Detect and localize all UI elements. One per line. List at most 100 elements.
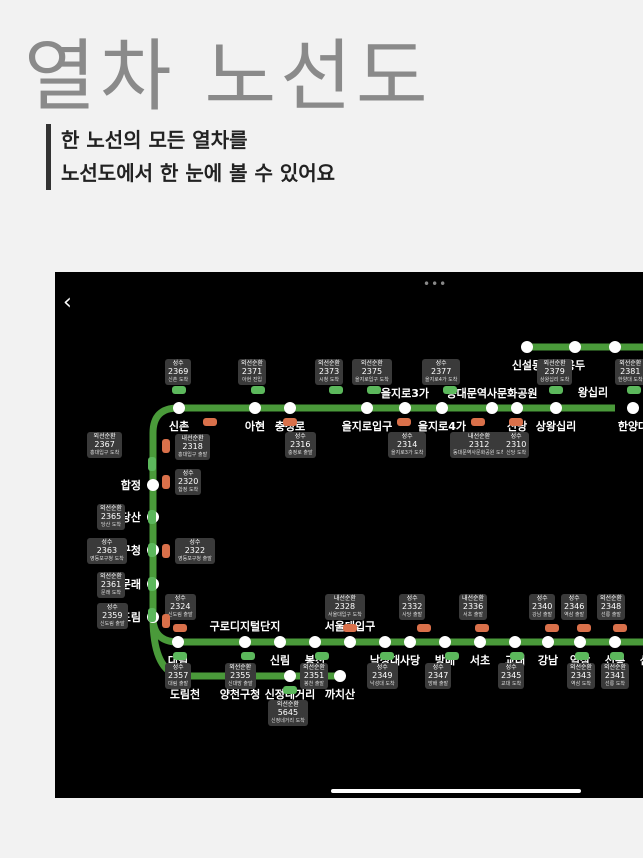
station-dot-역삼[interactable] [574,636,586,648]
train-marker[interactable] [445,652,459,660]
train-marker[interactable] [173,652,187,660]
station-dot-을지로입구[interactable] [361,402,373,414]
train-marker[interactable] [283,686,297,694]
station-dot-합정[interactable] [147,479,159,491]
train-marker[interactable] [172,386,186,394]
station-dot-방배[interactable] [439,636,451,648]
station-dot-을지로3가[interactable] [399,402,411,414]
train-marker[interactable] [613,624,627,632]
train-marker[interactable] [148,543,156,557]
train-marker[interactable] [549,386,563,394]
station-dot-신정네거리[interactable] [284,670,296,682]
station-dot-서초[interactable] [474,636,486,648]
station-dot-신답[interactable] [609,341,621,353]
station-dot-선릉[interactable] [609,636,621,648]
station-dot-신림[interactable] [274,636,286,648]
multitask-dots[interactable]: ••• [423,277,448,291]
train-marker[interactable] [241,652,255,660]
train-marker[interactable] [380,652,394,660]
train-marker[interactable] [367,386,381,394]
train-marker[interactable] [471,418,485,426]
station-dot-충정로[interactable] [284,402,296,414]
train-marker[interactable] [627,386,641,394]
station-dot-낙성대[interactable] [379,636,391,648]
station-dot-사당[interactable] [404,636,416,648]
station-dot-상왕십리[interactable] [550,402,562,414]
train-marker[interactable] [417,624,431,632]
station-dot-동대문역사문화공원[interactable] [486,402,498,414]
station-dot-서울대입구[interactable] [344,636,356,648]
train-marker[interactable] [397,418,411,426]
train-marker[interactable] [162,614,170,628]
train-marker[interactable] [343,624,357,632]
train-marker[interactable] [510,652,524,660]
train-marker[interactable] [315,652,329,660]
station-dot-신촌[interactable] [173,402,185,414]
station-dot-강남[interactable] [542,636,554,648]
train-marker[interactable] [148,457,156,471]
home-indicator[interactable] [331,789,581,793]
train-marker[interactable] [283,418,297,426]
train-marker[interactable] [148,608,156,622]
train-marker[interactable] [148,577,156,591]
train-marker[interactable] [575,652,589,660]
station-dot-대림[interactable] [172,636,184,648]
station-dot-아현[interactable] [249,402,261,414]
train-marker[interactable] [475,624,489,632]
train-marker[interactable] [443,386,457,394]
station-dot-구로디지털단지[interactable] [239,636,251,648]
train-marker[interactable] [610,652,624,660]
train-marker[interactable] [162,439,170,453]
station-dot-신설동[interactable] [521,341,533,353]
train-marker[interactable] [162,475,170,489]
train-marker[interactable] [148,510,156,524]
station-dot-한양대[interactable] [627,402,639,414]
train-marker[interactable] [577,624,591,632]
station-dot-봉천[interactable] [309,636,321,648]
train-marker[interactable] [203,418,217,426]
station-dot-용두[interactable] [569,341,581,353]
train-marker[interactable] [329,386,343,394]
station-dot-교대[interactable] [509,636,521,648]
station-dot-신당[interactable] [511,402,523,414]
station-dot-까치산[interactable] [334,670,346,682]
station-dot-을지로4가[interactable] [436,402,448,414]
train-marker[interactable] [162,544,170,558]
train-marker[interactable] [251,386,265,394]
chevron-left-icon[interactable]: ‹ [63,290,72,315]
train-marker[interactable] [545,624,559,632]
